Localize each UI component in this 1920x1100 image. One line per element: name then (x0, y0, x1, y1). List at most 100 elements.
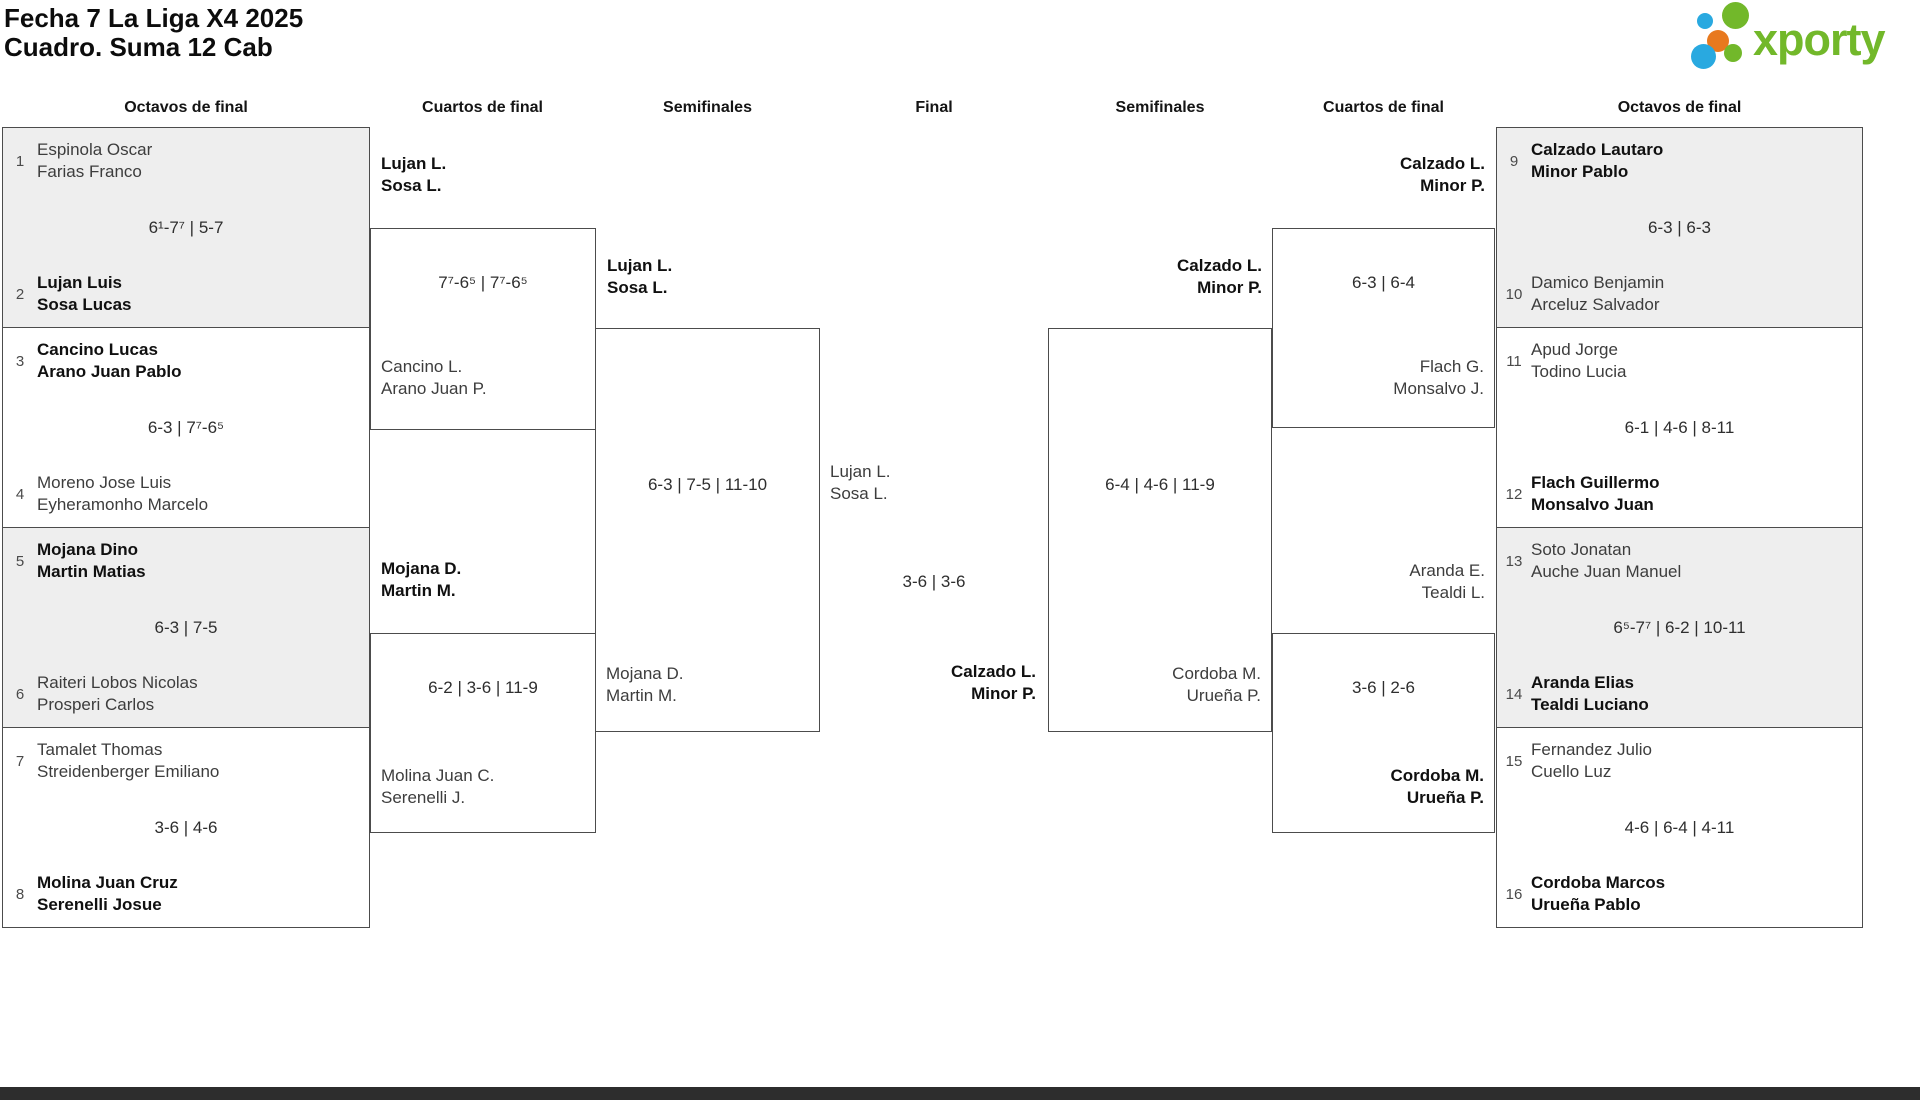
seed-number: 5 (15, 552, 25, 570)
match-score: 4-6 | 6-4 | 4-11 (1624, 817, 1735, 837)
player-name: Molina Juan Cruz (37, 873, 178, 892)
player-name: Mojana D. (381, 559, 462, 578)
round-header-qf-left: Cuartos de final (422, 99, 543, 116)
seed-number: 15 (1505, 752, 1523, 770)
player-name: Lujan L. (607, 256, 673, 275)
player-name: Tealdi Luciano (1531, 695, 1649, 714)
player-name: Monsalvo Juan (1531, 495, 1654, 514)
player-name: Streidenberger Emiliano (37, 762, 220, 781)
logo-dot-green-small-icon (1724, 44, 1742, 62)
player-name: Urueña Pablo (1531, 895, 1641, 914)
player-name: Urueña P. (1186, 686, 1261, 705)
final-score: 3-6 | 3-6 (902, 572, 966, 591)
bottom-bar (0, 1087, 1920, 1100)
player-name: Cordoba M. (1172, 664, 1261, 683)
player-name: Arano Juan P. (381, 379, 487, 398)
player-name: Calzado L. (1399, 154, 1485, 173)
player-name: Flach G. (1419, 357, 1484, 376)
player-name: Cuello Luz (1531, 762, 1612, 781)
seed-number: 3 (15, 352, 25, 370)
player-name: Arceluz Salvador (1531, 295, 1660, 314)
seed-number: 14 (1505, 685, 1523, 703)
player-name: Serenelli J. (381, 788, 466, 807)
player-name: Flach Guillermo (1531, 473, 1660, 492)
qf-box-left-top: 7⁷-6⁵ | 7⁷-6⁵ Cancino L. Arano Juan P. (370, 228, 596, 430)
player-name: Espinola Oscar (37, 140, 153, 159)
seed-number: 1 (15, 152, 25, 170)
team-label: Cancino L. Arano Juan P. (381, 356, 487, 400)
player-name: Cordoba Marcos (1531, 873, 1666, 892)
player-name: Aranda Elias (1531, 673, 1634, 692)
sf-advancing-team-label: Lujan L. Sosa L. (607, 255, 672, 299)
page-title: Fecha 7 La Liga X4 2025 Cuadro. Suma 12 … (4, 4, 303, 62)
match-score: 6-3 | 7⁷-6⁵ (147, 417, 225, 437)
round-header-r16-right: Octavos de final (1617, 99, 1742, 116)
seed-number: 10 (1505, 285, 1523, 303)
player-name: Martin M. (381, 581, 456, 600)
player-name: Prosperi Carlos (37, 695, 155, 714)
logo-text: xporty (1753, 14, 1886, 65)
match-score: 6⁵-7⁷ | 6-2 | 10-11 (1613, 617, 1746, 637)
player-name: Calzado Lautaro (1531, 140, 1664, 159)
seed-number: 6 (15, 685, 25, 703)
sf-advancing-team-label: Calzado L. Minor P. (1048, 255, 1262, 299)
player-name: Auche Juan Manuel (1531, 562, 1682, 581)
match-score: 6-3 | 7-5 | 11-10 (647, 475, 768, 494)
player-name: Lujan L. (830, 462, 891, 481)
player-name: Moreno Jose Luis (37, 473, 172, 492)
qf-advancing-team-label: Calzado L. Minor P. (1272, 153, 1485, 197)
round-header-r16-left: Octavos de final (124, 99, 248, 116)
player-name: Fernandez Julio (1531, 740, 1652, 759)
match-score: 3-6 | 2-6 (1351, 678, 1415, 697)
player-name: Mojana D. (606, 664, 684, 683)
player-name: Cancino L. (381, 357, 463, 376)
qf-advancing-team-label: Mojana D. Martin M. (381, 558, 461, 602)
player-name: Apud Jorge (1531, 340, 1618, 359)
round-header-sf-left: Semifinales (663, 99, 752, 116)
page-title-line1: Fecha 7 La Liga X4 2025 (4, 3, 304, 33)
qf-box-right-bottom: 3-6 | 2-6 Cordoba M. Urueña P. (1272, 633, 1495, 833)
qf-box-left-bottom: 6-2 | 3-6 | 11-9 Molina Juan C. Serenell… (370, 633, 596, 833)
round-header-sf-right: Semifinales (1115, 99, 1205, 116)
final-team-label: Lujan L. Sosa L. (830, 461, 891, 505)
player-name: Farias Franco (37, 162, 142, 181)
seed-number: 4 (15, 485, 25, 503)
logo-dot-blue-small-icon (1697, 13, 1713, 29)
player-name: Calzado L. (950, 662, 1036, 681)
match-score: 6-3 | 7-5 (154, 617, 218, 637)
logo-dot-green-large-icon (1722, 2, 1749, 29)
player-name: Raiteri Lobos Nicolas (37, 673, 198, 692)
player-name: Urueña P. (1406, 788, 1484, 807)
match-score: 6-3 | 6-4 (1351, 273, 1415, 292)
team-label: Cordoba M. Urueña P. (1391, 765, 1485, 809)
player-name: Aranda E. (1409, 561, 1485, 580)
team-label: Mojana D. Martin M. (606, 663, 683, 707)
seed-number: 13 (1505, 552, 1523, 570)
player-name: Calzado L. (1176, 256, 1262, 275)
sf-box-left: 6-3 | 7-5 | 11-10 Mojana D. Martin M. (595, 328, 820, 732)
logo-dot-blue-large-icon (1691, 44, 1716, 69)
player-name: Martin Matias (37, 562, 146, 581)
player-name: Minor Pablo (1531, 162, 1629, 181)
player-name: Serenelli Josue (37, 895, 162, 914)
qf-team-label: Aranda E. Tealdi L. (1272, 560, 1485, 604)
player-name: Sosa L. (830, 484, 888, 503)
player-name: Arano Juan Pablo (37, 362, 182, 381)
player-name: Mojana Dino (37, 540, 139, 559)
player-name: Tealdi L. (1421, 583, 1485, 602)
round-header-qf-right: Cuartos de final (1323, 99, 1444, 116)
seed-number: 16 (1505, 885, 1523, 903)
